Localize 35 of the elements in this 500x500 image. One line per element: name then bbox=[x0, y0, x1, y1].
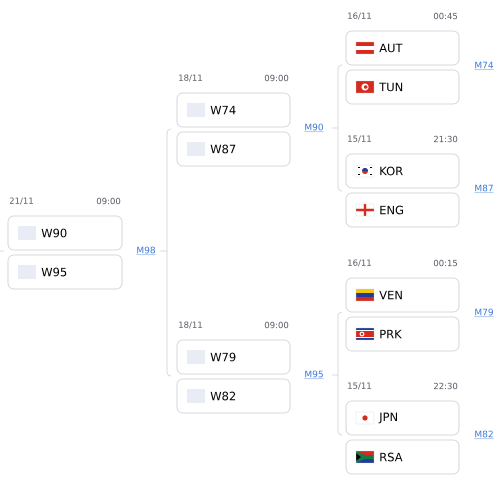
time-text: 09:00 bbox=[264, 322, 288, 328]
team-box: ENG bbox=[346, 192, 460, 228]
team-box: W95 bbox=[8, 254, 122, 290]
team-box: TUN bbox=[346, 70, 460, 104]
match-link: M82 bbox=[474, 430, 494, 439]
date-text: 16/11 bbox=[348, 12, 371, 20]
team-box: W87 bbox=[176, 132, 290, 166]
match-link: M98 bbox=[136, 246, 156, 255]
team-box: JPN bbox=[346, 400, 460, 436]
match-link: M79 bbox=[474, 308, 494, 317]
time-text: 21:30 bbox=[434, 136, 458, 142]
team-box: W82 bbox=[176, 378, 290, 414]
team-box: KOR bbox=[346, 154, 460, 188]
team-box: W90 bbox=[8, 216, 122, 250]
date-text: 16/11 bbox=[348, 259, 371, 267]
time-text: 00:45 bbox=[434, 12, 458, 20]
team-box: AUT bbox=[346, 30, 460, 66]
team-box: RSA bbox=[346, 440, 460, 474]
date-text: 18/11 bbox=[179, 321, 202, 329]
team-box: W79 bbox=[176, 340, 290, 374]
team-box: VEN bbox=[346, 278, 460, 312]
time-text: 09:00 bbox=[264, 74, 288, 82]
match-link: M90 bbox=[304, 124, 324, 132]
time-text: 22:30 bbox=[434, 382, 458, 390]
time-text: 09:00 bbox=[96, 198, 120, 204]
date-text: 18/11 bbox=[179, 74, 202, 82]
match-link: M87 bbox=[474, 184, 494, 193]
time-text: 00:15 bbox=[434, 260, 458, 266]
date-text: 15/11 bbox=[348, 382, 371, 390]
date-text: 15/11 bbox=[348, 136, 371, 142]
match-link: M74 bbox=[474, 62, 494, 70]
team-box: PRK bbox=[346, 316, 460, 352]
match-link: M95 bbox=[304, 370, 324, 379]
date-text: 21/11 bbox=[10, 197, 33, 205]
team-box: W74 bbox=[176, 92, 290, 128]
